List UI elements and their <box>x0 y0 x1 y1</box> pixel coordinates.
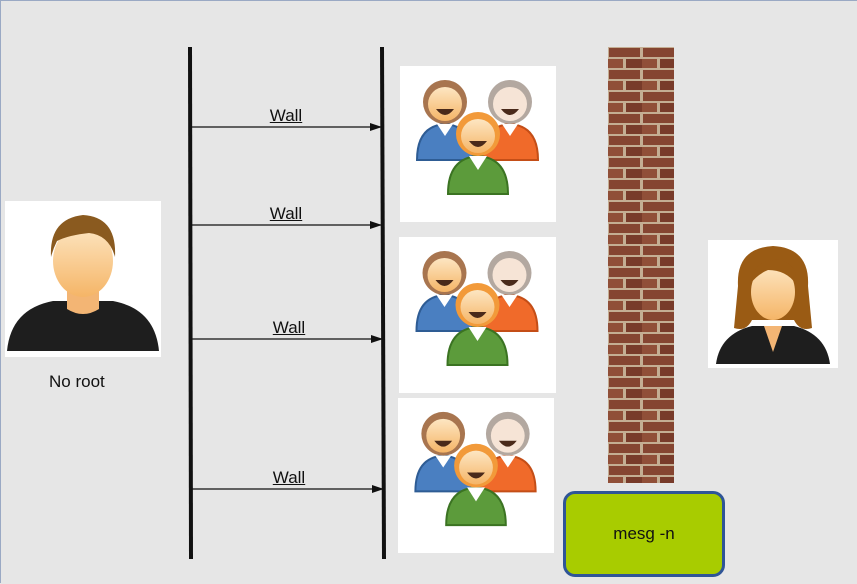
wall-arrow-label: Wall <box>272 468 306 487</box>
user-group-card <box>400 66 556 222</box>
female-user-icon <box>716 246 830 364</box>
user-group-icon <box>399 237 556 393</box>
right-vertical-line <box>380 46 386 560</box>
wall-arrow-label: Wall <box>272 318 306 337</box>
user-group-card <box>399 237 556 393</box>
mesg-command-box: mesg -n <box>563 491 725 577</box>
user-group-icon <box>400 66 556 222</box>
user-group-card <box>398 398 554 553</box>
male-user-icon <box>7 215 159 351</box>
sender-card <box>5 201 161 357</box>
recipient-card <box>708 240 838 368</box>
wall-arrow-label: Wall <box>269 106 303 125</box>
brick-wall-icon <box>608 47 674 483</box>
left-vertical-line <box>188 46 193 560</box>
sender-caption: No root <box>49 372 105 391</box>
user-group-icon <box>398 398 554 553</box>
wall-arrow-label: Wall <box>269 204 303 223</box>
